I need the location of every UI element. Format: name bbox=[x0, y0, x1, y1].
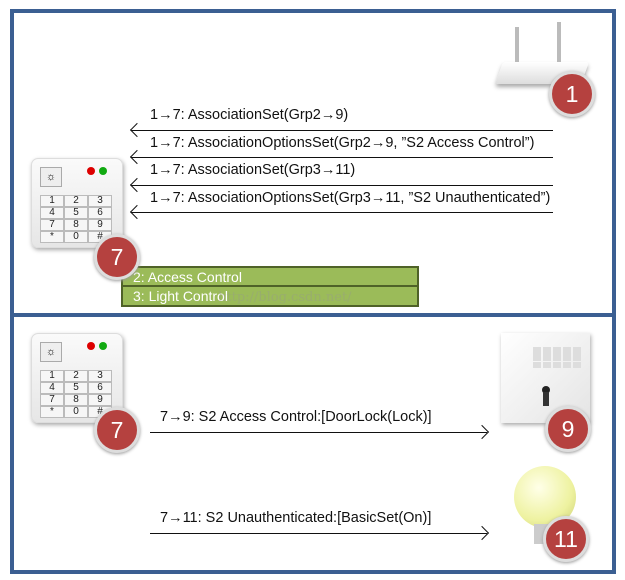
group-light-control: 3: Light Control bbox=[121, 285, 419, 307]
node-badge-9: 9 bbox=[545, 406, 591, 452]
watermark: http://blog.csdn.net/ bbox=[218, 290, 352, 305]
green-led-icon bbox=[99, 167, 107, 175]
message-label: 1→7: AssociationOptionsSet(Grp3→11, ”S2 … bbox=[150, 190, 551, 206]
message-arrow bbox=[131, 157, 553, 158]
green-led-icon bbox=[99, 342, 107, 350]
light-icon: ☼ bbox=[40, 167, 62, 187]
message-label: 7→9: S2 Access Control:[DoorLock(Lock)] bbox=[160, 409, 432, 425]
node-badge-1: 1 bbox=[549, 71, 595, 117]
node-badge-11: 11 bbox=[543, 516, 589, 562]
light-icon: ☼ bbox=[40, 342, 62, 362]
message-arrow bbox=[150, 432, 487, 433]
message-arrow bbox=[131, 212, 553, 213]
message-arrow bbox=[150, 533, 487, 534]
message-label: 1→7: AssociationSet(Grp3→11) bbox=[150, 162, 356, 178]
node-badge-7: 7 bbox=[94, 234, 140, 280]
red-led-icon bbox=[87, 167, 95, 175]
node-badge-7: 7 bbox=[94, 407, 140, 453]
message-arrow bbox=[131, 130, 553, 131]
message-label: 1→7: AssociationOptionsSet(Grp2→9, ”S2 A… bbox=[150, 135, 535, 151]
message-arrow bbox=[131, 185, 553, 186]
router-icon bbox=[494, 22, 590, 97]
red-led-icon bbox=[87, 342, 95, 350]
message-label: 1→7: AssociationSet(Grp2→9) bbox=[150, 107, 349, 123]
message-label: 7→11: S2 Unauthenticated:[BasicSet(On)] bbox=[160, 510, 432, 526]
